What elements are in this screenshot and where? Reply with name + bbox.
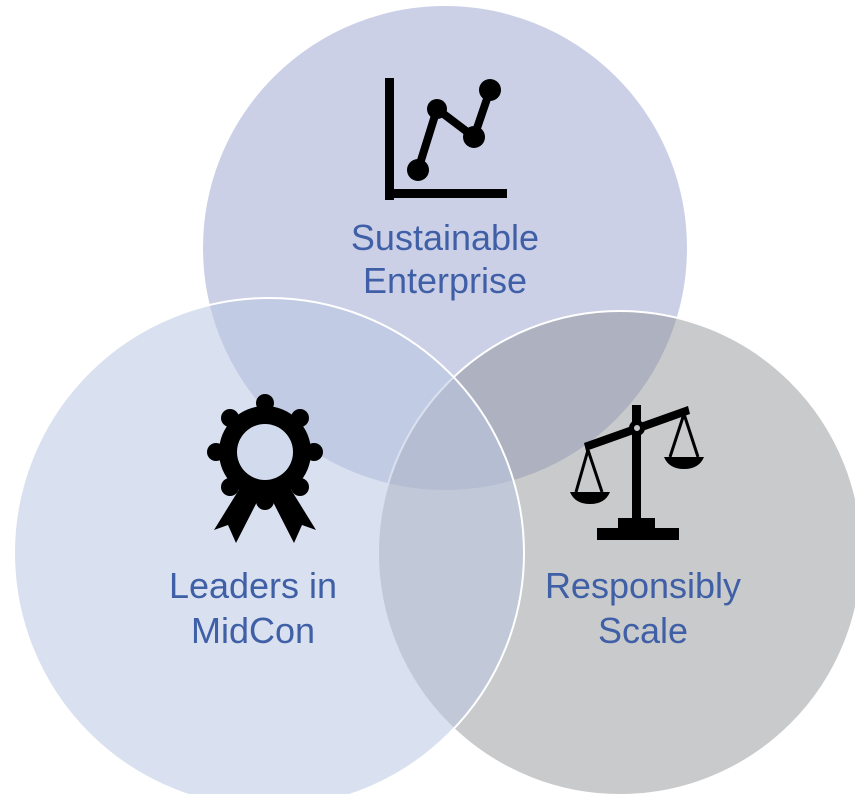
label-leaders-line2: MidCon: [191, 610, 315, 651]
label-leaders-line1: Leaders in: [169, 565, 337, 606]
label-sustainable-line2: Enterprise: [363, 260, 527, 301]
balance-scale-icon: [570, 405, 704, 540]
label-responsibly-line2: Scale: [598, 610, 688, 651]
label-responsibly-line1: Responsibly: [545, 565, 741, 606]
label-sustainable-line1: Sustainable: [351, 217, 539, 258]
award-ribbon-icon: [207, 394, 323, 543]
line-chart-icon: [385, 78, 507, 200]
circle-leaders-in-midcon: [13, 297, 525, 794]
